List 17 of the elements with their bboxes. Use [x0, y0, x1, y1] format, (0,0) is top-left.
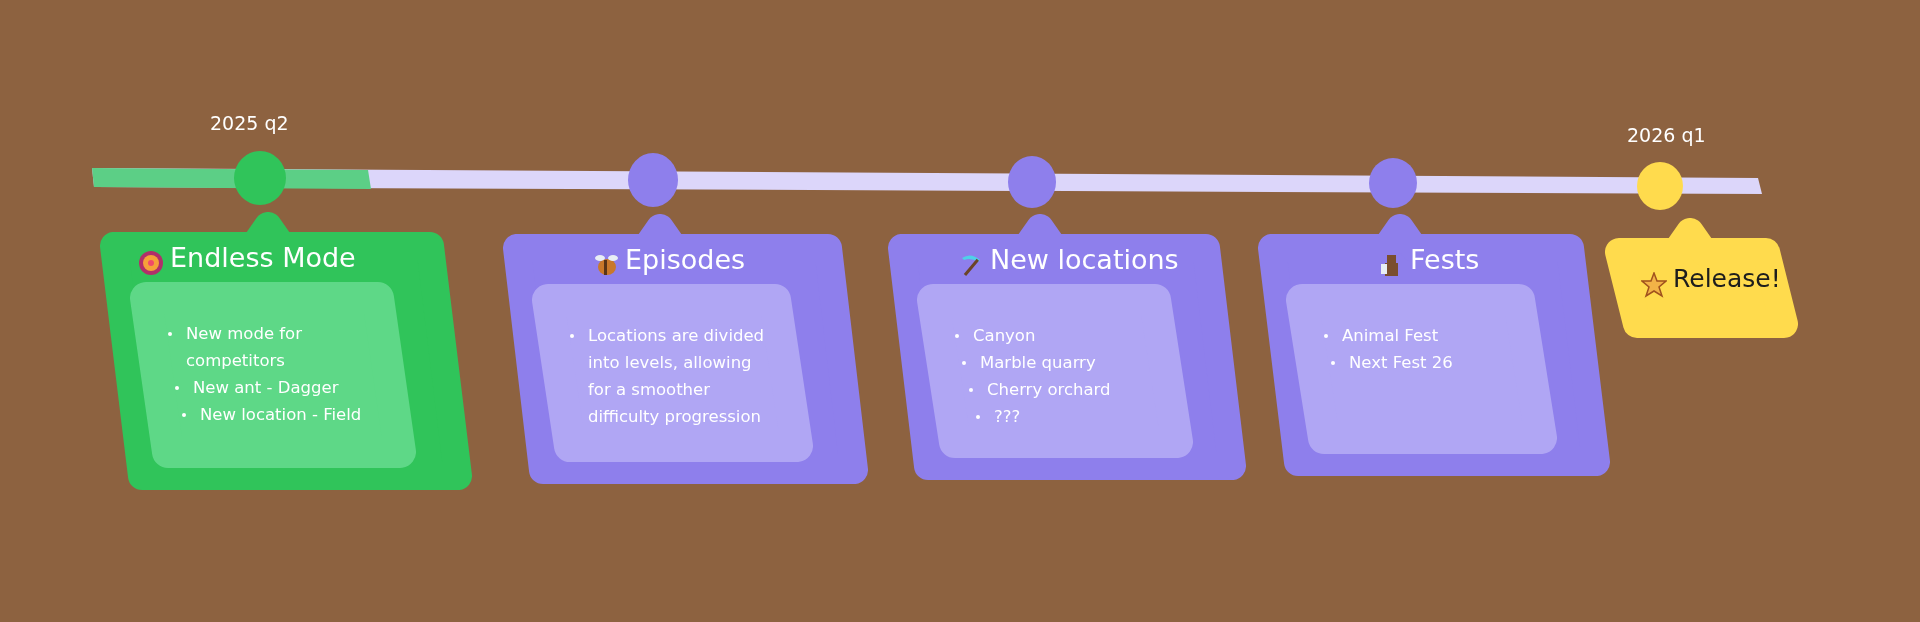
date-label: 2025 q2	[210, 112, 289, 134]
bullet-item: Cherry orchard	[987, 379, 1111, 401]
bullet-item: ???	[994, 406, 1021, 428]
bullet-item: New mode for competitors	[186, 323, 303, 372]
date-label: 2026 q1	[1627, 124, 1706, 146]
bullet-item: New location - Field	[200, 404, 362, 426]
bullet-item: Marble quarry	[980, 352, 1096, 374]
card-title: Fests	[1410, 244, 1480, 275]
card-title: New locations	[990, 244, 1179, 275]
card-title: Endless Mode	[170, 242, 356, 273]
bullet-item: Locations are divided into levels, allowing for a smoother difficulty progression	[588, 325, 766, 428]
card-title: Release!	[1673, 264, 1781, 293]
bullet-item: New ant - Dagger	[193, 377, 339, 399]
card-title: Episodes	[625, 244, 746, 275]
bullet-item: Next Fest 26	[1349, 352, 1453, 374]
bullet-item: Canyon	[973, 325, 1036, 347]
bullet-item: Animal Fest	[1342, 325, 1439, 347]
